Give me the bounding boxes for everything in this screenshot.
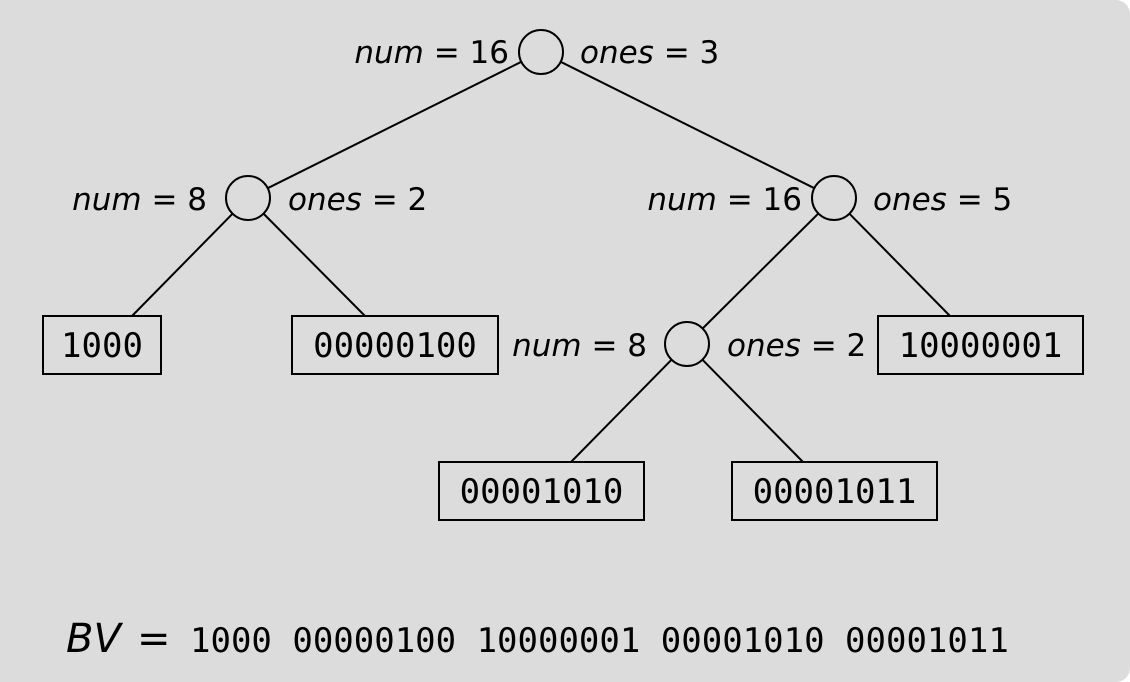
tree-leaf-3: 10000001 [877,315,1084,375]
leaf-5-box [731,461,938,521]
tree-leaf-5: 00001011 [731,461,938,521]
labels-layer: num = 16 ones = 3 num = 8 ones = 2 num = 16 o… [72,35,1012,364]
leaf-1-bits: 1000 [61,326,143,366]
leaves-layer: 1000 00000100 10000001 00001010 00001011 [42,315,1084,521]
tree-node-right-left [664,321,710,367]
bitvector-bits: 1000 00000100 10000001 00001010 00001011 [190,621,1009,661]
leaf-4-box [438,461,645,521]
tree-node-left [225,175,271,221]
leaf-1-box [42,315,162,375]
num-label-root: num = 16 [354,35,509,71]
ones-label-root: ones = 3 [580,35,719,71]
ones-label-left: ones = 2 [288,182,427,218]
tree-edge-right-right-left [701,212,820,330]
bitvector-line: BV = 1000 00000100 10000001 00001010 000… [66,616,1009,662]
edges-layer [131,60,951,463]
num-label-left: num = 8 [72,182,207,218]
tree-leaf-4: 00001010 [438,461,645,521]
nodes-layer [225,29,857,367]
tree-edge-left-leaf-1 [131,212,234,317]
tree-leaf-1: 1000 [42,315,162,375]
ones-label-right: ones = 5 [873,182,1012,218]
tree-edge-root-left [267,60,522,190]
num-label-right: num = 16 [647,182,802,218]
bitvector-equals: = [137,616,171,662]
tree-node-root [518,29,564,75]
tree-edge-right-left-leaf-4 [570,358,673,463]
leaf-4-bits: 00001010 [460,472,624,512]
tree-edge-right-left-leaf-5 [701,358,804,463]
bitvector-label: BV [66,616,123,662]
leaf-3-box [877,315,1084,375]
leaf-3-bits: 10000001 [899,326,1063,366]
tree-node-right [811,175,857,221]
ones-label-right-left: ones = 2 [727,328,866,364]
tree-leaf-2: 00000100 [291,315,499,375]
num-label-right-left: num = 8 [512,328,647,364]
leaf-2-bits: 00000100 [313,326,477,366]
tree-edge-right-leaf-3 [848,212,951,317]
tree-edge-left-leaf-2 [262,212,366,317]
leaf-5-bits: 00001011 [753,472,917,512]
tree-edge-root-right [560,60,815,190]
leaf-2-box [291,315,499,375]
